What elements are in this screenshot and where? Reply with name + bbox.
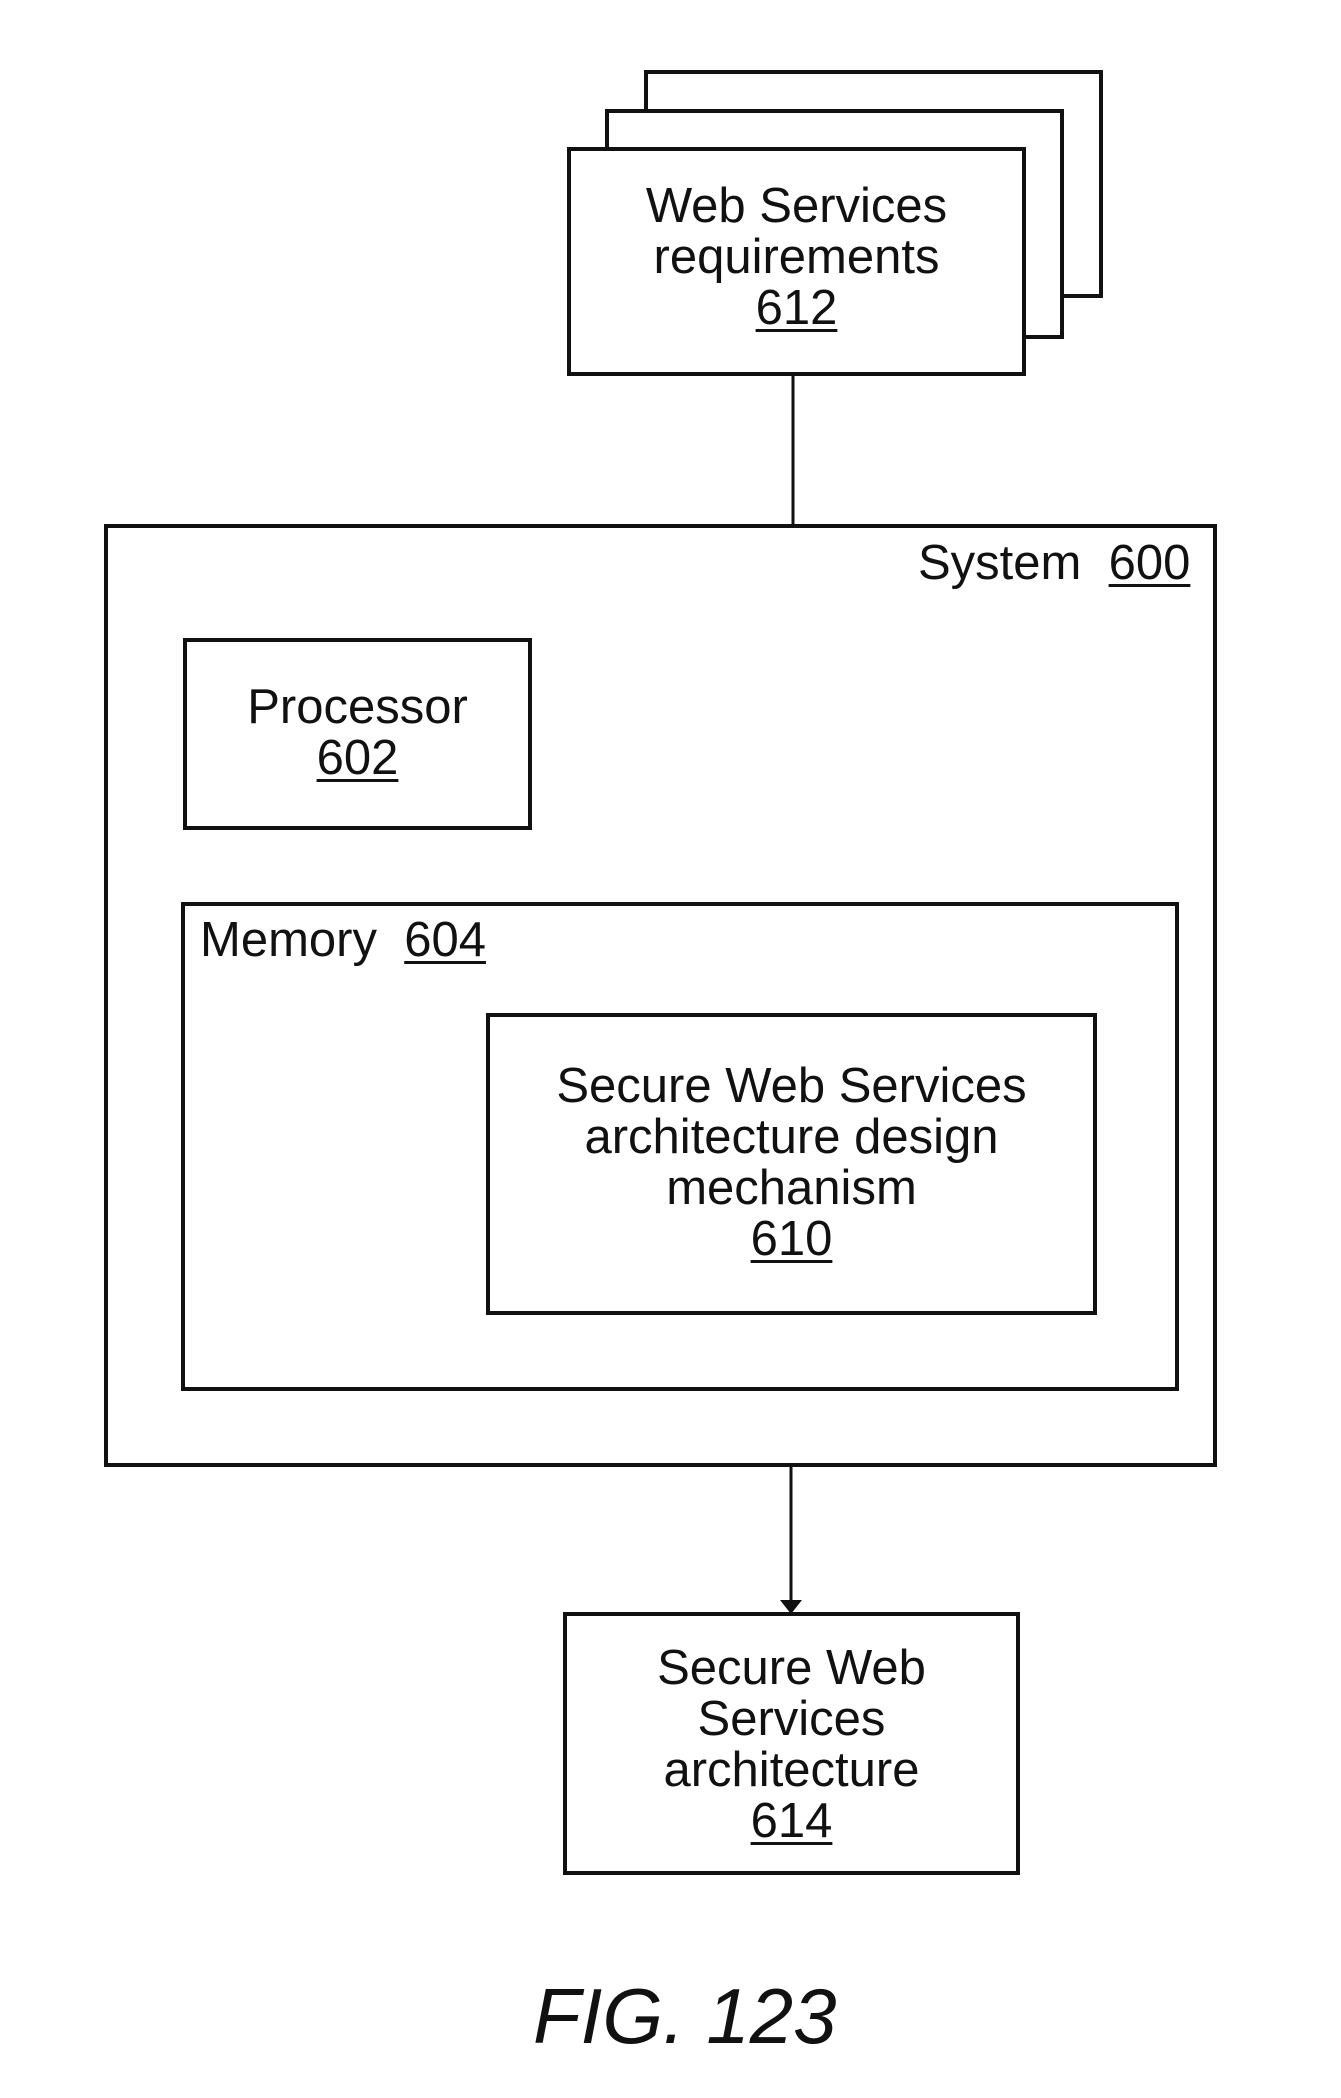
requirements-line-2: requirements	[571, 232, 1022, 283]
architecture-ref: 614	[751, 1794, 833, 1848]
memory-label: Memory 604	[200, 915, 486, 966]
mechanism-line-3: mechanism	[490, 1163, 1093, 1214]
requirements-box: Web Services requirements 612	[567, 147, 1026, 376]
figure-caption: FIG. 123	[533, 1976, 836, 2056]
mechanism-box: Secure Web Services architecture design …	[486, 1013, 1097, 1315]
architecture-line-3: architecture	[567, 1745, 1016, 1796]
requirements-label: Web Services requirements 612	[571, 181, 1022, 334]
memory-title: Memory	[200, 913, 377, 967]
memory-ref: 604	[404, 913, 486, 967]
system-title: System	[918, 536, 1081, 590]
processor-ref: 602	[317, 731, 399, 785]
requirements-ref: 612	[756, 281, 838, 335]
architecture-line-2: Services	[567, 1694, 1016, 1745]
mechanism-line-1: Secure Web Services	[490, 1061, 1093, 1112]
requirements-line-1: Web Services	[571, 181, 1022, 232]
architecture-box: Secure Web Services architecture 614	[563, 1612, 1020, 1875]
mechanism-ref: 610	[751, 1212, 833, 1266]
mechanism-label: Secure Web Services architecture design …	[490, 1061, 1093, 1265]
mechanism-line-2: architecture design	[490, 1112, 1093, 1163]
system-ref: 600	[1109, 536, 1191, 590]
processor-label: Processor 602	[187, 682, 528, 784]
processor-box: Processor 602	[183, 638, 532, 830]
system-label: System 600	[918, 538, 1190, 589]
architecture-label: Secure Web Services architecture 614	[567, 1643, 1016, 1847]
architecture-line-1: Secure Web	[567, 1643, 1016, 1694]
processor-title: Processor	[187, 682, 528, 733]
